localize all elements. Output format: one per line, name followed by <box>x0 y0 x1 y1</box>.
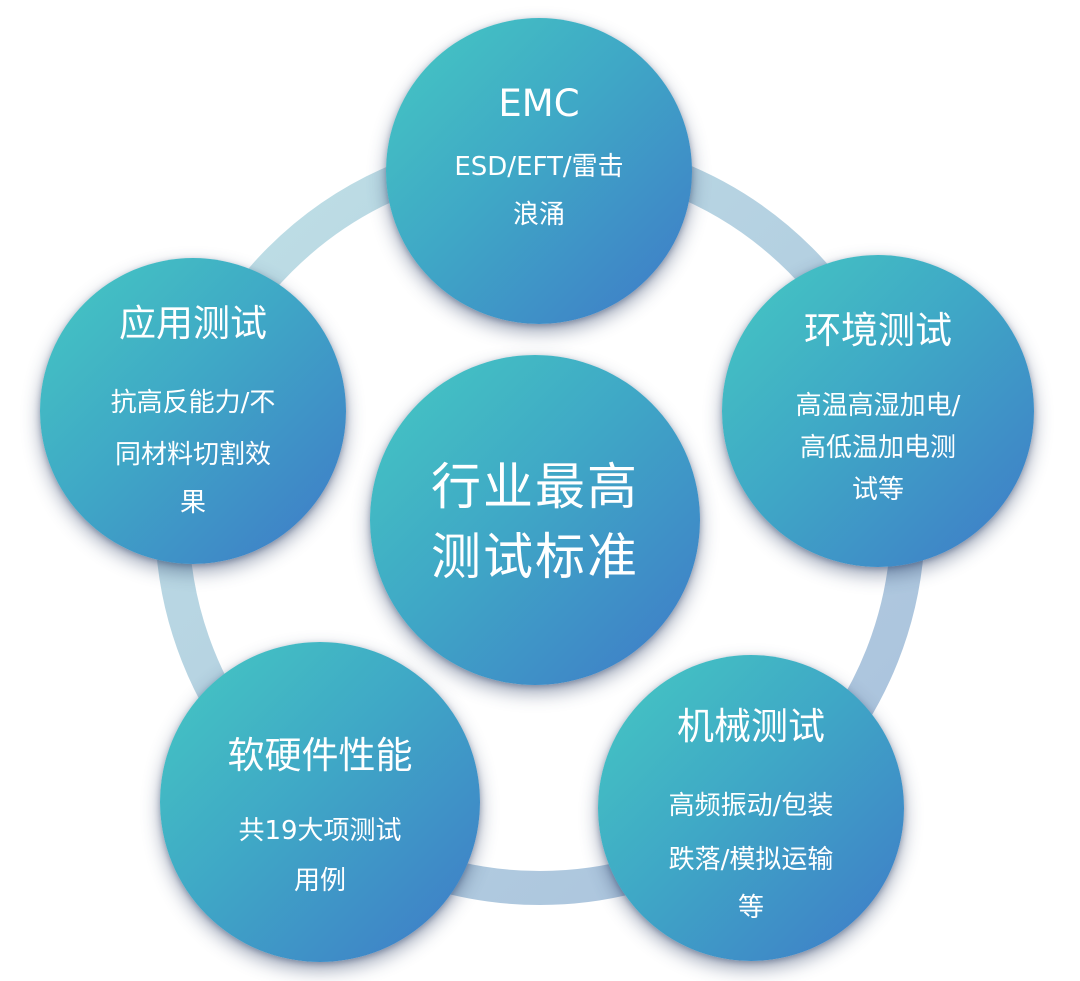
node-emc-title: EMC <box>498 82 580 125</box>
node-mechanical-desc-1: 高频振动/包装 <box>668 791 834 821</box>
node-application: 应用测试 抗高反能力/不 同材料切割效 果 <box>40 258 346 564</box>
node-environment: 环境测试 高温高湿加电/ 高低温加电测 试等 <box>722 255 1034 567</box>
node-application-title: 应用测试 <box>119 302 267 345</box>
node-emc-desc-1: ESD/EFT/雷击 <box>454 152 624 182</box>
node-hardware-desc-2: 用例 <box>293 866 346 896</box>
center-title-line-1: 行业最高 <box>431 458 639 516</box>
center-title-line-2: 测试标准 <box>431 528 639 586</box>
center-circle: 行业最高 测试标准 <box>370 355 700 685</box>
node-environment-desc-1: 高温高湿加电/ <box>795 391 961 421</box>
node-environment-desc-2: 高低温加电测 <box>799 433 956 463</box>
node-hardware-title: 软硬件性能 <box>227 734 413 777</box>
node-hardware-desc-1: 共19大项测试 <box>238 816 402 846</box>
node-mechanical-title: 机械测试 <box>677 705 825 748</box>
node-application-desc-2: 同材料切割效 <box>114 440 271 470</box>
node-mechanical: 机械测试 高频振动/包装 跌落/模拟运输 等 <box>598 655 904 961</box>
node-mechanical-desc-2: 跌落/模拟运输 <box>668 845 834 875</box>
node-hardware: 软硬件性能 共19大项测试 用例 <box>160 642 480 962</box>
node-emc: EMC ESD/EFT/雷击 浪涌 <box>386 18 692 324</box>
node-environment-title: 环境测试 <box>804 309 952 352</box>
node-application-desc-1: 抗高反能力/不 <box>110 388 276 418</box>
node-mechanical-desc-3: 等 <box>737 893 764 923</box>
node-environment-desc-3: 试等 <box>851 475 904 505</box>
node-application-desc-3: 果 <box>179 488 206 518</box>
node-emc-desc-2: 浪涌 <box>512 200 565 230</box>
